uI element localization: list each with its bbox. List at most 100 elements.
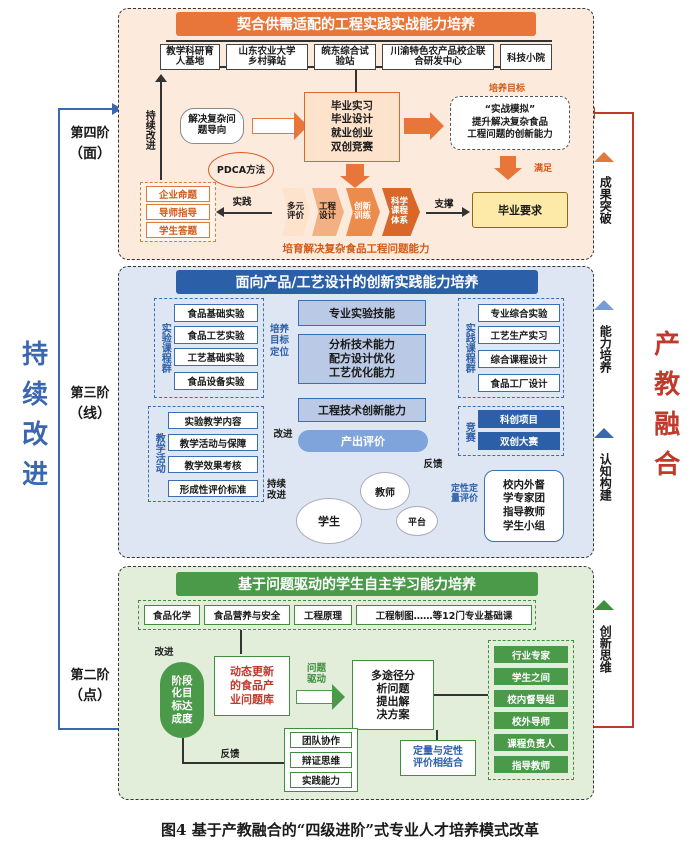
progress-block-innovation: 创新思维: [598, 625, 613, 673]
stage3-prac-0: 专业综合实验: [478, 304, 560, 322]
stage4-goal: “实战模拟”提升解决复杂食品工程问题的创新能力: [450, 96, 570, 150]
stage4-title: 契合供需适配的工程实践实战能力培养: [176, 12, 536, 36]
stage4-base-2: 皖东综合试验站: [314, 44, 376, 70]
stage4-practice: 实践: [232, 197, 252, 208]
stage4-goal-label: 培养目标: [488, 83, 525, 94]
stage4-center: 毕业实习毕业设计就业创业双创竞赛: [304, 92, 400, 162]
stage3-exp-group: [154, 298, 264, 398]
stage4-improve-arrow: [160, 80, 162, 180]
left-arrowhead: [112, 103, 122, 115]
stage3-output: 产出评价: [298, 430, 428, 452]
stage2-mentor-0: 行业专家: [494, 646, 568, 663]
stage2-label: 第二阶: [60, 662, 120, 684]
left-label-continuous-improvement: 持续改进: [14, 320, 50, 520]
stage3-teach-group: [148, 406, 264, 502]
stage2-course-group: [138, 600, 536, 630]
stage2-mentor-4: 课程负责人: [494, 734, 568, 751]
stage4-base-3: 川渝特色农产品校企联合研发中心: [382, 44, 494, 70]
stage3-center-0: 专业实验技能: [298, 300, 426, 326]
stage4-center-arrow: [404, 118, 432, 134]
right-loop-bottom: [578, 726, 634, 728]
stage2-eval: 定量与定性评价相结合: [400, 740, 476, 776]
stage4-shape: （面）: [60, 142, 120, 164]
stage2-ability-2: 实践能力: [290, 772, 352, 788]
stage2-mentor-5: 指导教师: [494, 756, 568, 773]
stage3-prac-1: 工艺生产实习: [478, 326, 560, 344]
stage4-requirement: 毕业要求: [472, 192, 568, 228]
stage3-cont: 持续改进: [267, 479, 287, 501]
stage3-eval: 定性定量评价: [451, 483, 479, 504]
stage2-ability-1: 辩证思维: [290, 752, 352, 768]
stage4-down-arrow-1-head: [340, 176, 370, 188]
progress-block-ability: 能力培养: [598, 325, 613, 373]
stage3-exp-label: 实验课程群: [159, 323, 171, 373]
right-loop-top: [594, 112, 634, 114]
stage3-exp-3: 食品设备实验: [174, 372, 258, 390]
stage3-exp-0: 食品基础实验: [174, 304, 258, 322]
figure-caption: 图4 基于产教融合的“四级进阶”式专业人才培养模式改革: [161, 820, 539, 839]
left-loop-bottom: [58, 728, 118, 730]
stage2-mentor-3: 校外导师: [494, 712, 568, 729]
progress-block-cognition: 认知构建: [598, 453, 613, 501]
stage4-down-line: [355, 70, 357, 92]
stage4-pdca: PDCA方法: [216, 165, 266, 176]
stage2-course-down: [240, 630, 242, 654]
stage2-course-3: 工程制图……等12门专业基础课: [356, 605, 532, 625]
stage3-label: 第三阶: [60, 380, 120, 402]
stage3-actor-teacher: 教师: [360, 472, 410, 510]
stage4-support: 支撑: [434, 199, 454, 210]
progress-chevron-1: [594, 152, 614, 162]
stage2-driven-arrowhead: [332, 684, 345, 710]
stage3-exp-1: 食品工艺实验: [174, 326, 258, 344]
stage2-shape: （点）: [60, 684, 120, 706]
stage4-footer: 培育解决复杂食品工程问题能力: [282, 242, 430, 255]
stage2-mentor-group: [488, 640, 574, 780]
stage2-driven-arrow: [296, 690, 334, 704]
progress-chevron-2: [594, 300, 614, 310]
stage3-comp-label: 竞赛: [463, 422, 475, 442]
right-label-industry-education-integration: 产教融合: [644, 300, 684, 520]
stage3-title: 面向产品/工艺设计的创新实践能力培养: [176, 270, 538, 294]
stage3-shape: （线）: [60, 402, 120, 424]
stage2-course-1: 食品营养与安全: [204, 605, 290, 625]
stage2-line-analysis-mentor: [434, 694, 488, 696]
stage2-ability-0: 团队协作: [290, 732, 352, 748]
stage2-analysis: 多途径分析问题提出解决方案: [352, 660, 434, 730]
stage2-library: 动态更新的食品产业问题库: [214, 656, 290, 716]
stage4-down-arrow-2-head: [494, 168, 522, 180]
stage3-teach-label: 教学活动: [153, 433, 165, 473]
stage2-course-0: 食品化学: [144, 605, 200, 625]
stage3-goal-label: 培养目标定位: [270, 323, 290, 358]
stage3-exp-2: 工艺基础实验: [174, 348, 258, 366]
stage3-center-mid: 分析技术能力配方设计优化工艺优化能力: [298, 334, 426, 384]
right-loop: [632, 112, 634, 728]
stage4-enterprise-0: 企业命题: [146, 186, 210, 202]
progress-block-achievement: 成果突破: [598, 176, 613, 224]
stage4-down-arrow-1: [346, 164, 364, 178]
stage4-approach-arrow: [252, 118, 296, 134]
stage4-pdca-ring: [208, 152, 274, 188]
stage4-down-arrow-2: [500, 156, 516, 170]
stage4-enterprise-2: 学生答题: [146, 222, 210, 238]
stage3-comp-0: 科创项目: [478, 410, 560, 428]
stage4-satisfy: 满足: [533, 163, 552, 174]
stage2-title: 基于问题驱动的学生自主学习能力培养: [176, 572, 538, 596]
left-loop-top: [58, 108, 120, 110]
stage4-enterprise-1: 导师指导: [146, 204, 210, 220]
stage3-actor-student: 学生: [296, 498, 362, 544]
stage2-line-eval-up: [436, 730, 438, 740]
stage2-driven: 问题驱动: [307, 662, 327, 685]
stage4-improve: 持续改进: [143, 110, 155, 150]
stage3-prac-group: [458, 298, 564, 398]
stage4-approach: 解决复杂问题导向: [180, 108, 244, 144]
stage3-teach-2: 教学效果考核: [168, 456, 258, 473]
stage3-prac-3: 食品工厂设计: [478, 374, 560, 392]
stage3-feedback: 反馈: [423, 459, 443, 470]
stage3-improve: 改进: [273, 429, 293, 440]
stage4-practice-head: [216, 207, 224, 217]
stage4-support-line: [426, 212, 464, 214]
stage3-teach-1: 教学活动与保障: [168, 434, 258, 451]
stage2-course-2: 工程原理: [294, 605, 352, 625]
stage3-experts: 校内外督学专家团指导教师学生小组: [484, 470, 564, 542]
stage3-prac-label: 实践课程群: [463, 323, 475, 373]
